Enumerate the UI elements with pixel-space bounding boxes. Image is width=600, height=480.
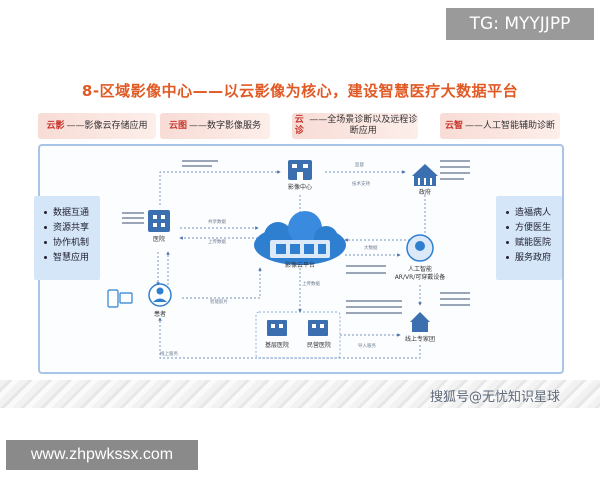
edge-label: 共享数据 (208, 220, 226, 225)
pill-key: 云图 (168, 120, 187, 131)
home-expert-icon (410, 312, 430, 332)
list-item: 数据互通 (44, 206, 100, 221)
edge-label: 大数据 (364, 246, 378, 251)
edge-label: 导入服务 (358, 344, 376, 349)
edge-label: 技术支持 (352, 182, 370, 187)
primary-hospital-icon (267, 320, 287, 336)
edge-label: 智能胶片 (210, 300, 228, 305)
cloud-platform-label: 影像云平台 (284, 262, 315, 269)
list-item: 服务政府 (506, 251, 562, 266)
home-expert-label: 线上专家团 (404, 336, 435, 343)
imaging-center-label: 影像中心 (287, 184, 312, 191)
list-item: 协作机制 (44, 236, 100, 251)
primary-hospital-label: 基层医院 (264, 342, 289, 349)
private-hospital-icon (308, 320, 328, 336)
government-icon (412, 164, 438, 186)
pill-cloud-storage: 云影——影像云存储应用 (38, 113, 156, 139)
imaging-center-icon (288, 160, 312, 180)
edge-label: 上传数据 (302, 282, 320, 287)
pill-key: 云影 (46, 120, 65, 131)
pill-key: 云智 (444, 120, 463, 131)
list-item: 方便医生 (506, 221, 562, 236)
edge-label: 上传数据 (208, 240, 226, 245)
right-summary-box: 造福病人 方便医生 赋能医院 服务政府 (496, 196, 562, 280)
ai-sub-label: AR/VR/可穿戴设备 (394, 274, 446, 281)
edge-label: 监督 (355, 163, 364, 168)
decorative-stripe (0, 380, 600, 408)
pill-cloud-image: 云图——数字影像服务 (160, 113, 270, 139)
list-item: 赋能医院 (506, 236, 562, 251)
cloud-icon (254, 211, 346, 265)
ai-label: 人工智能 (407, 266, 432, 273)
hospital-label: 医院 (152, 236, 165, 243)
annotation-lines (122, 160, 470, 314)
pill-key: 云诊 (294, 115, 304, 136)
pill-text: ——全场景诊断以及远程诊断应用 (309, 115, 418, 136)
page-title: 8-区域影像中心——以云影像为核心，建设智慧医疗大数据平台 (81, 82, 519, 100)
government-label: 政府 (418, 189, 431, 196)
pill-text: ——人工智能辅助诊断 (465, 120, 556, 131)
ai-head-icon (406, 234, 434, 262)
pill-text: ——数字影像服务 (189, 120, 262, 131)
patient-label: 患者 (153, 311, 166, 318)
pill-cloud-ai: 云智——人工智能辅助诊断 (440, 113, 560, 139)
left-summary-box: 数据互通 资源共享 协作机制 智慧应用 (34, 196, 100, 280)
watermark-site: www.zhpwkssx.com (6, 440, 198, 470)
list-item: 资源共享 (44, 221, 100, 236)
pill-text: ——影像云存储应用 (66, 120, 148, 131)
hospital-icon (148, 210, 170, 232)
pill-cloud-diagnosis: 云诊——全场景诊断以及远程诊断应用 (292, 113, 418, 139)
patient-icon (148, 283, 172, 307)
watermark-tg: TG: MYYJJPP (446, 8, 594, 40)
mobile-device-icon (107, 289, 133, 308)
list-item: 造福病人 (506, 206, 562, 221)
list-item: 智慧应用 (44, 251, 100, 266)
watermark-sohu: 搜狐号@无忧知识星球 (430, 390, 561, 405)
private-hospital-label: 民营医院 (306, 342, 331, 349)
edge-label: 线上服务 (160, 352, 178, 357)
